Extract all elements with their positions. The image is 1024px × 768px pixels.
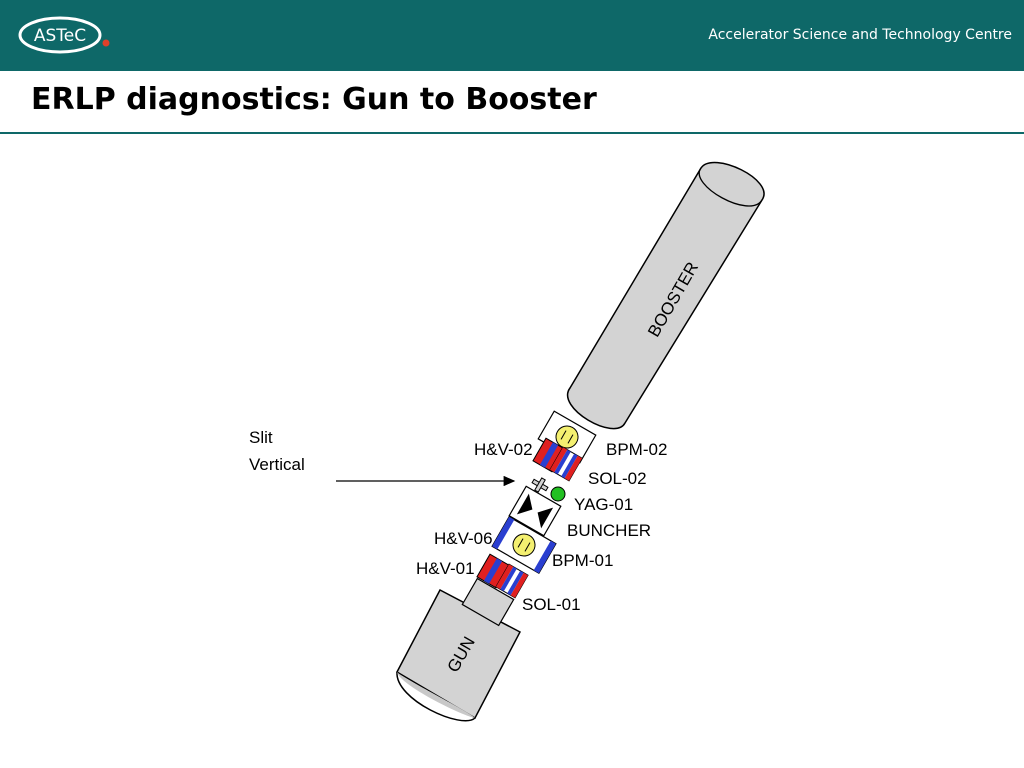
label-yag-01: YAG-01 (574, 495, 633, 514)
label-hv-06: H&V-06 (434, 529, 493, 548)
gun-cylinder: GUN (396, 577, 522, 722)
yag-01-screen (550, 486, 566, 502)
label-hv-02: H&V-02 (474, 440, 533, 459)
slide-header: ASTeC Accelerator Science and Technology… (0, 0, 1024, 71)
booster-cylinder: BOOSTER (566, 161, 765, 430)
slit-label-line2: Vertical (249, 455, 305, 474)
label-buncher: BUNCHER (567, 521, 651, 540)
label-sol-02: SOL-02 (588, 469, 647, 488)
label-bpm-02: BPM-02 (606, 440, 667, 459)
label-sol-01: SOL-01 (522, 595, 581, 614)
sol-01-solenoid (495, 563, 529, 599)
gun-nozzle (461, 577, 515, 627)
logo-dot (102, 39, 110, 47)
sol-02-solenoid (549, 446, 583, 482)
buncher-cavity (508, 485, 562, 537)
slide-title: ERLP diagnostics: Gun to Booster (31, 82, 597, 117)
hv-06-bpm-01 (491, 515, 557, 575)
hv-02-magnet (532, 437, 566, 473)
slit-label-line1: Slit (249, 428, 273, 447)
hv-01-magnet (476, 553, 510, 589)
logo-text: ASTeC (34, 26, 86, 46)
astec-logo: ASTeC (18, 16, 110, 54)
organization-name: Accelerator Science and Technology Centr… (708, 27, 1012, 43)
title-divider (0, 132, 1024, 134)
label-bpm-01: BPM-01 (552, 551, 613, 570)
slit-vertical (531, 477, 549, 493)
label-hv-01: H&V-01 (416, 559, 475, 578)
